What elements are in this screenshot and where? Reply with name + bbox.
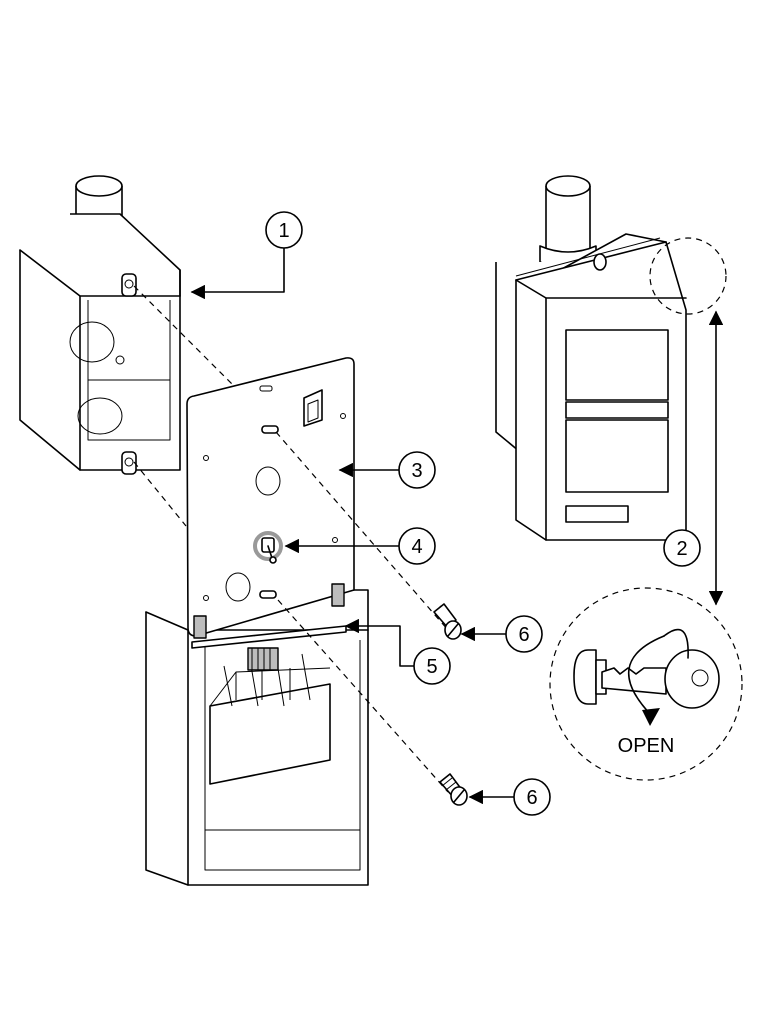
callout-2: 2 bbox=[663, 529, 701, 567]
callout-4-number: 4 bbox=[411, 536, 422, 558]
backplate bbox=[186, 357, 355, 639]
callout-1-leader bbox=[190, 247, 285, 300]
callout-2-number: 2 bbox=[676, 538, 687, 560]
screw-icon-lower bbox=[439, 773, 468, 806]
callout-1: 1 bbox=[265, 211, 303, 249]
callout-1-number: 1 bbox=[278, 220, 289, 242]
callout-6-upper: 6 bbox=[505, 615, 543, 653]
rotation-arc bbox=[628, 635, 665, 717]
callout-5-leader bbox=[344, 618, 415, 667]
rotation-arrowhead-icon bbox=[642, 708, 660, 726]
callout-3-number: 3 bbox=[411, 460, 422, 482]
key-detail: OPEN bbox=[549, 587, 743, 781]
key-icon bbox=[601, 649, 720, 709]
callout-3: 3 bbox=[398, 451, 436, 489]
lock-cylinder-icon bbox=[573, 649, 607, 705]
callout-4: 4 bbox=[398, 527, 436, 565]
toggle-switch-icon bbox=[253, 531, 283, 564]
housing bbox=[145, 589, 369, 886]
callout-6-upper-number: 6 bbox=[518, 624, 529, 646]
callout-5-number: 5 bbox=[426, 656, 437, 678]
electrical-box bbox=[19, 175, 181, 475]
open-caption: OPEN bbox=[618, 735, 675, 757]
assembled-unit bbox=[495, 175, 687, 541]
callout-5: 5 bbox=[413, 647, 451, 685]
screw-icon-upper bbox=[433, 603, 462, 640]
callout-6-lower: 6 bbox=[513, 778, 551, 816]
callout-6-lower-number: 6 bbox=[526, 787, 537, 809]
